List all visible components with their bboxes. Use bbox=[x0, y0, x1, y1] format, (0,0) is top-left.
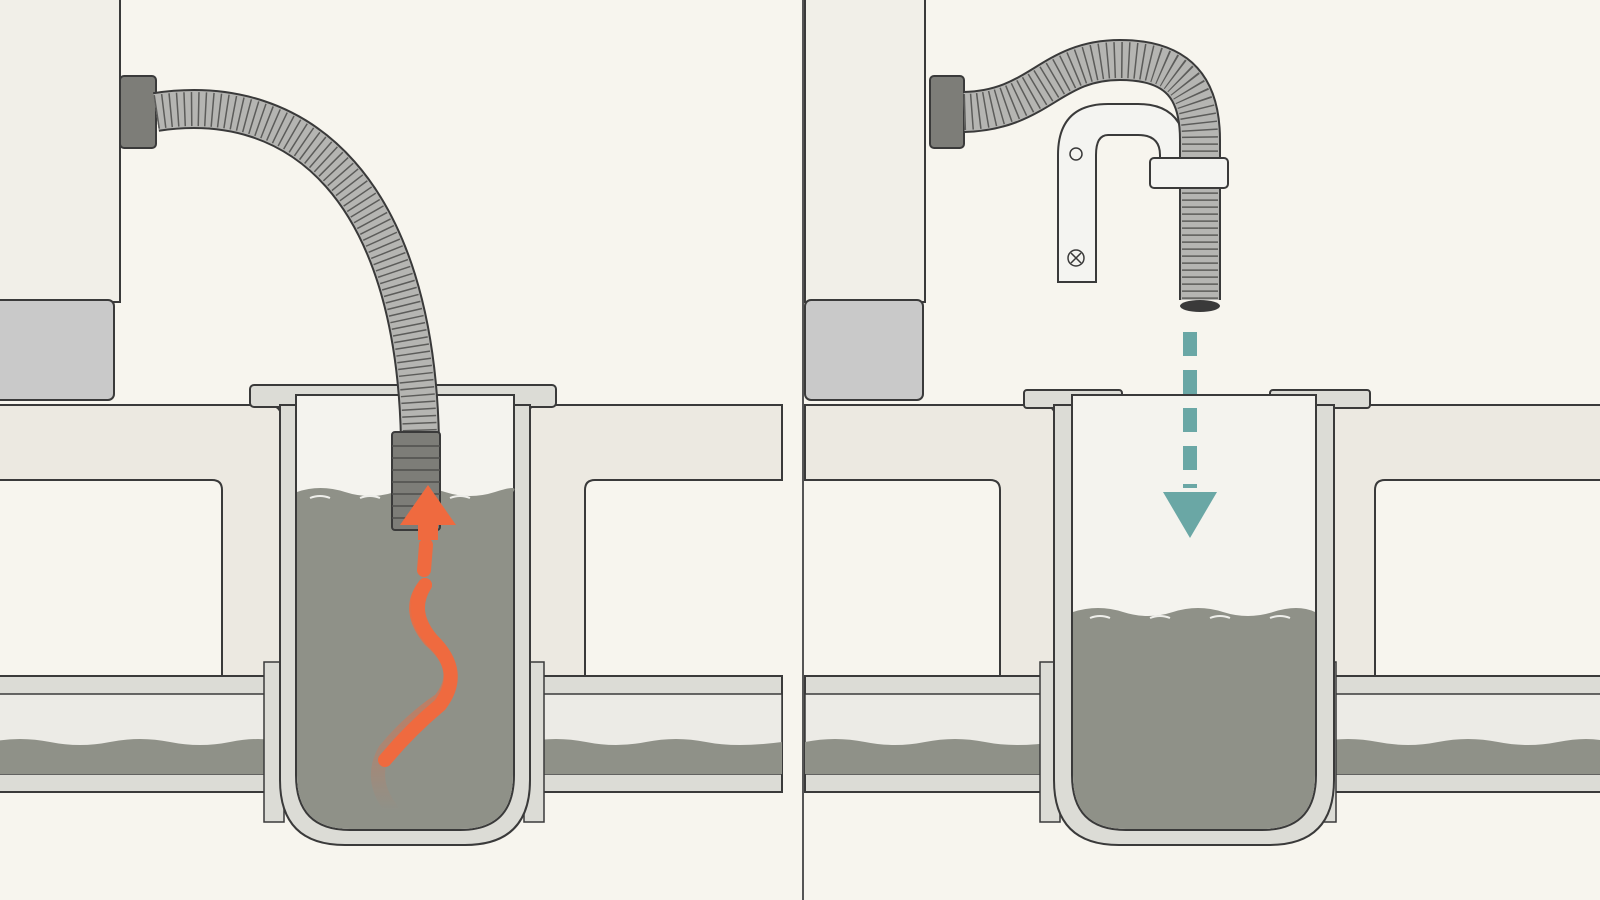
drain-hose-submerged bbox=[119, 75, 441, 531]
hose-connector bbox=[119, 75, 157, 149]
left-panel bbox=[0, 0, 783, 846]
standpipe-right bbox=[1023, 389, 1371, 846]
drain-hose-raised bbox=[929, 38, 1229, 312]
hose-outlet bbox=[1180, 300, 1220, 312]
right-panel bbox=[804, 0, 1600, 846]
backflow-arrow-head bbox=[400, 485, 456, 540]
standpipe-water bbox=[297, 488, 515, 829]
gravity-drain-arrow bbox=[1163, 332, 1217, 538]
hose-clip bbox=[1149, 157, 1229, 189]
washing-machine-cabinet-right bbox=[804, 0, 926, 401]
drain-arrow-head bbox=[1163, 492, 1217, 538]
backflow-arrow bbox=[370, 485, 458, 817]
hose-bracket bbox=[1057, 103, 1187, 283]
washing-machine-cabinet bbox=[0, 0, 121, 401]
drain-pipe-horizontal bbox=[0, 661, 783, 823]
hose-connector-right bbox=[929, 75, 965, 149]
bracket-rivet-icon bbox=[1069, 147, 1083, 161]
standpipe-water-right bbox=[1073, 608, 1315, 829]
